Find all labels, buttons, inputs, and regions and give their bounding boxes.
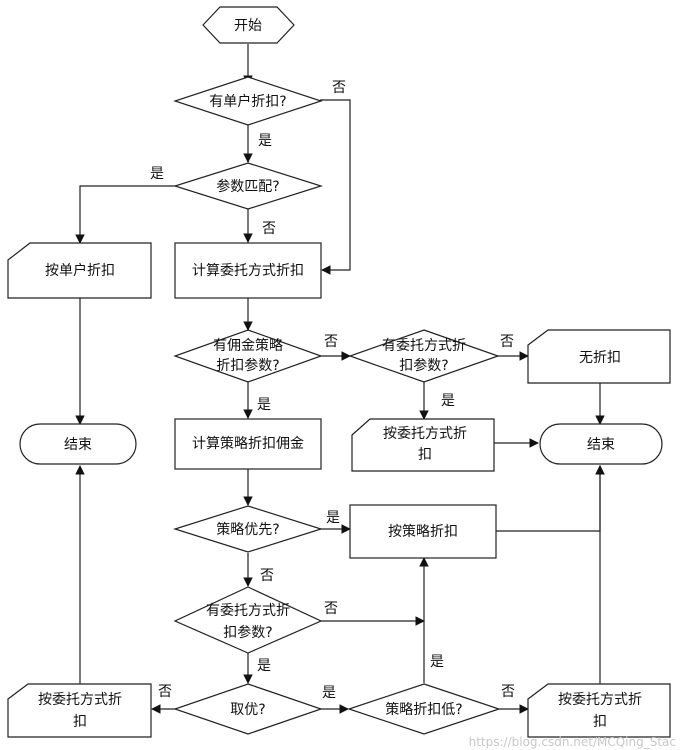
process-by-strategy: 按策略折扣 — [349, 504, 497, 559]
process-by-entrust-right: 按委托方式折 扣 — [527, 683, 671, 738]
label-no: 否 — [500, 334, 514, 350]
decision-label-line2: 扣参数? — [223, 624, 272, 641]
decision-label: 策略优先? — [216, 521, 279, 538]
terminal-end-right: 结束 — [539, 423, 663, 465]
label-no: 否 — [324, 334, 338, 350]
label-yes: 是 — [257, 658, 271, 674]
process-label-line2: 扣 — [593, 714, 607, 730]
process-by-entrust-left: 按委托方式折 扣 — [7, 683, 152, 738]
start-label: 开始 — [234, 18, 262, 34]
start-node: 开始 — [202, 6, 295, 44]
decision-label-line1: 有佣金策略 — [213, 337, 283, 354]
process-label-line1: 按委托方式折 — [38, 692, 122, 708]
label-no: 否 — [501, 684, 515, 700]
process-by-entrust-mid: 按委托方式折 扣 — [351, 418, 495, 472]
edge-labels: 否 是 是 否 否 是 否 是 是 否 否 是 是 否 是 否 — [150, 80, 515, 701]
process-label: 无折扣 — [579, 350, 621, 366]
label-yes: 是 — [257, 397, 271, 413]
terminal-end-left: 结束 — [19, 423, 137, 465]
watermark: https://blog.csdn.net/MCQing_Stac — [469, 735, 676, 749]
terminal-label: 结束 — [64, 437, 92, 453]
decision-param-match: 参数匹配? — [173, 162, 323, 210]
terminal-label: 结束 — [587, 437, 615, 453]
label-yes: 是 — [150, 166, 164, 182]
label-no: 否 — [324, 601, 338, 617]
decision-strategy-first: 策略优先? — [173, 505, 323, 553]
decision-strategy-low: 策略折扣低? — [347, 683, 501, 735]
edge-bystrategy-end — [496, 465, 605, 532]
label-yes: 是 — [430, 654, 444, 670]
decision-label-line1: 有委托方式折 — [382, 338, 466, 354]
process-label-line2: 扣 — [418, 447, 432, 463]
label-yes: 是 — [326, 510, 340, 526]
process-label-line1: 按委托方式折 — [558, 692, 642, 708]
decision-has-strategy: 有佣金策略 折扣参数? — [173, 329, 323, 383]
label-no: 否 — [332, 80, 346, 96]
process-label-line2: 扣 — [73, 714, 87, 730]
decision-label-line1: 有委托方式折 — [206, 603, 290, 619]
label-yes: 是 — [322, 685, 336, 701]
process-calc-strategy: 计算策略折扣佣金 — [174, 418, 322, 470]
process-by-single-discount: 按单户折扣 — [7, 242, 152, 299]
process-label-line1: 按委托方式折 — [383, 426, 467, 442]
decision-label: 有单户折扣? — [209, 93, 286, 110]
label-no: 否 — [260, 568, 274, 584]
decision-label: 参数匹配? — [216, 178, 279, 195]
label-no: 否 — [262, 221, 276, 237]
process-label: 按策略折扣 — [388, 523, 458, 540]
process-label: 计算委托方式折扣 — [192, 263, 304, 279]
decision-has-entrust-2: 有委托方式折 扣参数? — [173, 586, 323, 654]
label-no: 否 — [158, 684, 172, 700]
decision-label: 取优? — [230, 702, 265, 718]
process-label: 计算策略折扣佣金 — [192, 435, 304, 452]
decision-single-discount: 有单户折扣? — [173, 76, 323, 126]
edge-single-no — [320, 99, 351, 275]
decision-label: 策略折扣低? — [385, 701, 462, 718]
label-yes: 是 — [258, 133, 272, 149]
edges — [75, 44, 605, 714]
process-no-discount: 无折扣 — [527, 329, 671, 384]
process-label: 按单户折扣 — [45, 262, 115, 279]
decision-label-line2: 扣参数? — [399, 357, 448, 374]
edge-param-yes — [75, 185, 176, 244]
decision-take-best: 取优? — [173, 683, 323, 735]
process-calc-entrust: 计算委托方式折扣 — [174, 242, 322, 299]
label-yes: 是 — [441, 393, 455, 409]
decision-has-entrust: 有委托方式折 扣参数? — [348, 329, 500, 383]
decision-label-line2: 折扣参数? — [216, 357, 279, 374]
